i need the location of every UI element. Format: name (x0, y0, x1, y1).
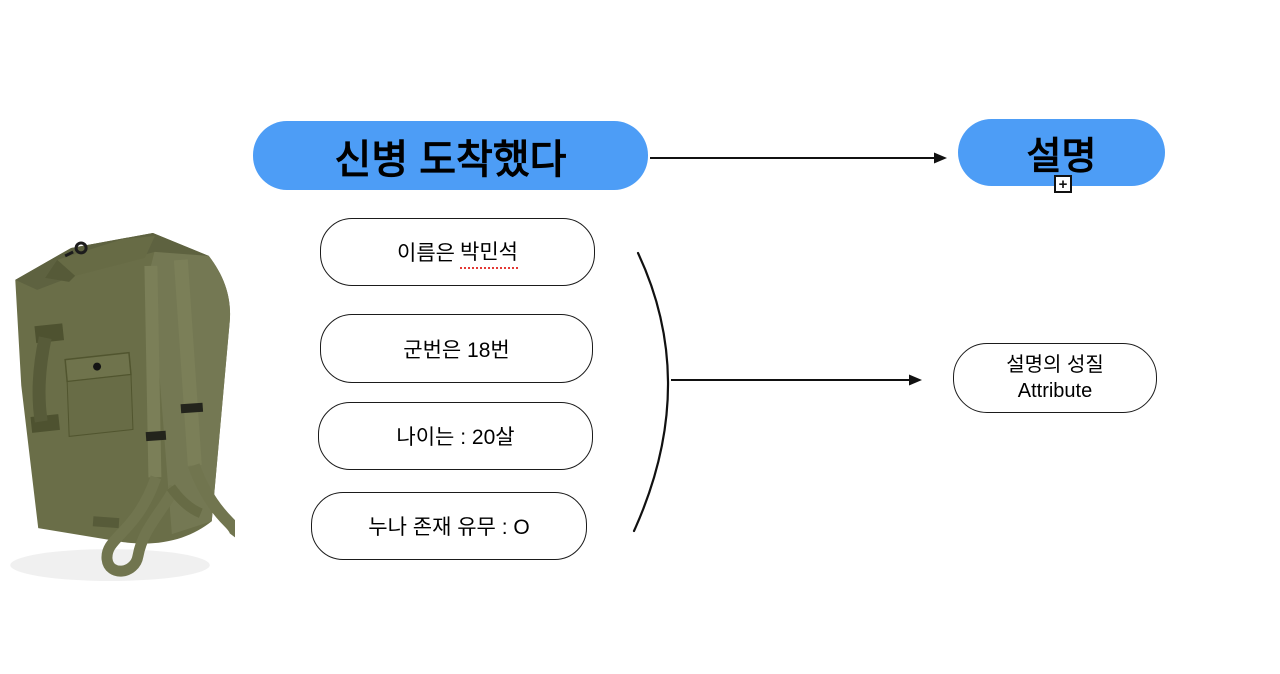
arrowhead-icon (909, 374, 922, 386)
duffel-bag-photo (5, 226, 242, 590)
attribute-node-sister-label: 누나 존재 유무 : O (368, 516, 530, 539)
grouping-brace (632, 251, 670, 533)
attribute-node-name-prefix: 이름은 (397, 242, 455, 265)
brace-to-result-arrow (671, 374, 922, 386)
arrowhead-icon (934, 152, 947, 164)
root-node-label: 신병 도착했다 (334, 137, 567, 182)
duffel-bag-illustration (10, 232, 242, 582)
result-node-line1: 설명의 성질 (1006, 354, 1104, 376)
attribute-node-name-misspelled: 박민석 (460, 236, 518, 269)
root-to-topic-arrow (650, 152, 947, 164)
attribute-node-age-label: 나이는 : 20살 (396, 426, 515, 449)
topic-node-label: 설명 (1026, 136, 1097, 178)
bag-clip (64, 241, 88, 258)
bag-handle (30, 323, 65, 433)
attribute-node-name[interactable]: 이름은 박민석 (320, 218, 595, 286)
bag-pocket (64, 351, 134, 437)
result-node-line2: Attribute (1017, 380, 1093, 402)
attribute-node-age[interactable]: 나이는 : 20살 (318, 402, 593, 470)
attribute-node-sister[interactable]: 누나 존재 유무 : O (311, 492, 587, 560)
result-node[interactable]: 설명의 성질 Attribute (953, 343, 1157, 413)
root-node[interactable]: 신병 도착했다 (253, 121, 648, 190)
attribute-node-service-number-label: 군번은 18번 (403, 338, 510, 362)
topic-node[interactable]: 설명 (958, 119, 1165, 186)
attribute-node-service-number[interactable]: 군번은 18번 (320, 314, 593, 383)
expand-node-button[interactable]: + (1054, 175, 1072, 193)
